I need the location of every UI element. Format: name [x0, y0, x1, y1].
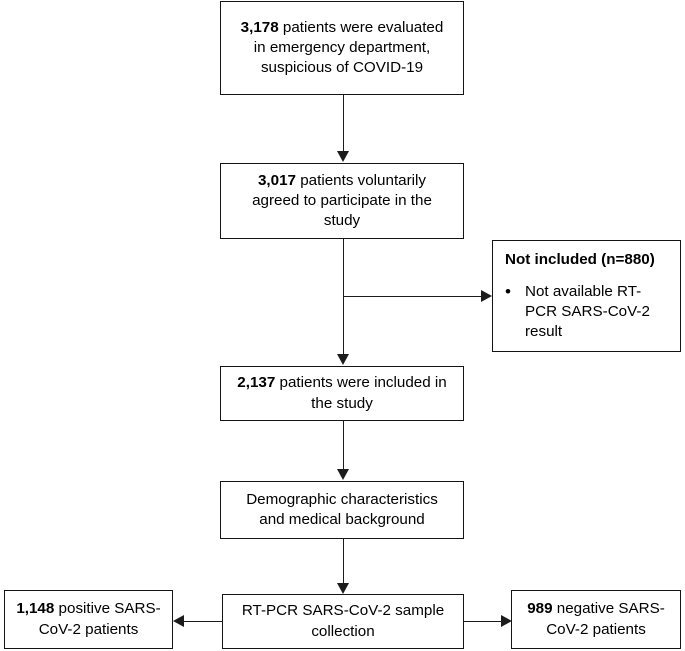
node-evaluated: 3,178 patients were evaluated in emergen…	[220, 1, 464, 95]
node-not-included-bullet-line-1: Not available RT-	[525, 283, 642, 301]
arrowhead-collection-to-negative	[501, 615, 512, 627]
arrowhead-collection-to-positive	[173, 615, 184, 627]
node-agreed-line-1: 3,017 patients voluntarily	[257, 171, 427, 189]
node-not-included-bullet-line-3: result	[525, 322, 563, 340]
node-positive-count: 1,148	[16, 600, 55, 618]
node-agreed-line-3: study	[323, 212, 361, 230]
node-included-line-1: 2,137 patients were included in	[237, 374, 447, 392]
node-collection: RT-PCR SARS-CoV-2 sample collection	[222, 594, 464, 649]
node-not-included-bullet-item: • Not available RT- PCR SARS-CoV-2 resul…	[505, 282, 670, 341]
connector-collection-to-positive	[184, 620, 223, 623]
node-evaluated-line-1: 3,178 patients were evaluated	[240, 18, 444, 36]
node-evaluated-line-2: in emergency department,	[253, 38, 431, 56]
node-negative-line-2: CoV-2 patients	[546, 620, 646, 638]
node-negative-line-1: 989 negative SARS-	[527, 600, 665, 618]
node-agreed-line-2: agreed to participate in the	[252, 191, 432, 209]
node-not-included: Not included (n=880) • Not available RT-…	[492, 240, 681, 352]
node-not-included-title: Not included (n=880)	[505, 251, 655, 268]
connector-agreed-to-not-included	[343, 295, 482, 298]
node-included: 2,137 patients were included in the stud…	[220, 366, 464, 421]
connector-evaluated-to-agreed	[342, 95, 345, 152]
node-positive-line-2: CoV-2 patients	[38, 620, 139, 638]
node-negative: 989 negative SARS- CoV-2 patients	[511, 590, 681, 649]
connector-demographic-to-collection	[342, 539, 345, 584]
node-included-line-2: the study	[311, 394, 373, 412]
node-collection-line-1: RT-PCR SARS-CoV-2 sample	[241, 602, 445, 620]
arrowhead-agreed-to-included	[337, 354, 349, 365]
node-not-included-bullet-line-2: PCR SARS-CoV-2	[525, 302, 650, 320]
node-positive: 1,148 positive SARS- CoV-2 patients	[4, 590, 173, 649]
connector-included-to-demographic	[342, 421, 345, 470]
node-evaluated-count: 3,178	[240, 18, 279, 36]
arrowhead-evaluated-to-agreed	[337, 151, 349, 162]
node-not-included-bullet-text: Not available RT- PCR SARS-CoV-2 result	[525, 282, 670, 341]
node-evaluated-line-3: suspicious of COVID-19	[260, 59, 424, 77]
node-positive-line-1: 1,148 positive SARS-	[16, 600, 161, 618]
node-demographic: Demographic characteristics and medical …	[220, 481, 464, 539]
node-negative-count: 989	[527, 600, 553, 618]
connector-collection-to-negative	[464, 620, 502, 623]
arrowhead-demographic-to-collection	[337, 583, 349, 594]
arrowhead-included-to-demographic	[337, 469, 349, 480]
node-collection-line-2: collection	[311, 622, 375, 640]
node-agreed: 3,017 patients voluntarily agreed to par…	[220, 163, 464, 239]
node-agreed-count: 3,017	[257, 171, 296, 189]
node-demographic-line-2: and medical background	[259, 511, 425, 528]
node-demographic-line-1: Demographic characteristics	[246, 490, 438, 508]
bullet-dot-icon: •	[505, 282, 511, 302]
node-included-count: 2,137	[237, 374, 276, 392]
arrowhead-agreed-to-not-included	[481, 290, 492, 302]
